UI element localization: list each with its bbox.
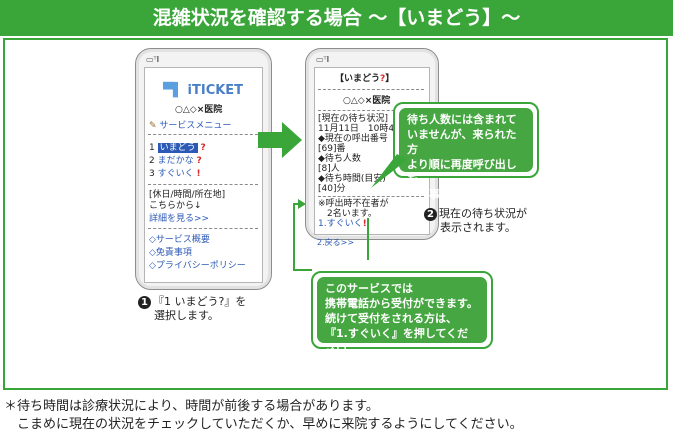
question-icon: ? — [380, 74, 386, 84]
signal-icon: ▭ᵀ𝐈 — [146, 55, 160, 64]
link-privacy-policy[interactable]: ◇プライバシーポリシー — [149, 261, 246, 271]
note-line: 『1.すぐいく』を押してください。 — [325, 327, 469, 355]
service-menu-label: サービスメニュー — [159, 121, 232, 131]
step1-line2: 選択します。 — [154, 309, 219, 322]
absent-note-line1: ※呼出時不在者が — [318, 199, 389, 209]
step-number: 1 — [138, 296, 151, 309]
menu-num: 1 — [149, 143, 155, 153]
note-bubble-top-body: 待ち人数には含まれて いませんが、来られた方 より順に再度呼び出しを 行う事があ… — [399, 108, 533, 201]
note-bubble-bottom-body: このサービスでは 携帯電話から受付ができます。 続けて受付をされる方は、 『1.… — [317, 277, 487, 355]
status-line: 11月11日 10時48分現在 — [318, 124, 427, 134]
signal-icon: ▭ᵀ𝐈 — [316, 55, 330, 64]
note-bubble-top: 待ち人数には含まれて いませんが、来られた方 より順に再度呼び出しを 行う事があ… — [393, 102, 539, 201]
pencil-icon: ✎ — [149, 121, 157, 131]
step-number: 2 — [424, 208, 437, 221]
status-line: [69]番 — [318, 144, 346, 154]
info-line2: こちらから↓ — [149, 201, 202, 211]
note-line: 行う事があります。 — [407, 188, 505, 201]
menu-item-suguiku[interactable]: 3 すぐいく ! — [149, 169, 201, 180]
step1-caption: 1『1 いまどう?』を 選択します。 — [138, 295, 246, 323]
brand-name: iTICKET — [187, 83, 244, 98]
ticket-icon: ▀▌ — [163, 83, 183, 98]
divider — [148, 228, 258, 229]
question-icon: ? — [196, 156, 202, 166]
question-icon: ? — [200, 143, 206, 153]
header-end: 】 — [385, 74, 395, 84]
menu-item-madakana[interactable]: 2 まだかな ? — [149, 156, 202, 167]
menu-item-imadou[interactable]: 1 いまどう ? — [149, 143, 206, 154]
screen-header: 【いまどう?】 — [335, 74, 394, 85]
menu-label: すぐいく — [157, 169, 194, 179]
menu-label: まだかな — [157, 156, 194, 166]
status-line: [40]分 — [318, 184, 346, 194]
step2-line2: 表示されます。 — [440, 221, 516, 234]
footnote-line1: ＊待ち時間は診療状況により、時間が前後する場合があります。 — [4, 399, 379, 414]
divider — [318, 196, 424, 197]
link-disclaimer[interactable]: ◇免責事項 — [149, 248, 192, 258]
note-line: より順に再度呼び出しを — [407, 158, 517, 186]
divider — [148, 134, 258, 135]
option-back[interactable]: 2.戻る>> — [317, 238, 355, 247]
divider — [318, 89, 424, 90]
exclamation-icon: ! — [196, 169, 201, 179]
note-line: このサービスでは — [325, 282, 413, 295]
header-text: 【いまどう — [335, 74, 381, 84]
phone-left: ▭ᵀ𝐈 ▀▌ iTICKET ○△◇×医院 ✎ サービスメニュー 1 いまどう … — [135, 48, 272, 290]
menu-label: いまどう — [157, 143, 198, 153]
note-line: 続けて受付をされる方は、 — [325, 312, 457, 325]
service-menu-link[interactable]: ✎ サービスメニュー — [149, 121, 231, 132]
status-line: [現在の待ち状況] — [318, 114, 389, 124]
footnote-line2: こまめに現在の状況をチェックしていただくか、早めに来院するようにしてください。 — [4, 417, 523, 432]
status-line: ◆現在の呼出番号 — [318, 134, 388, 144]
info-line1: [休日/時間/所在地] — [149, 190, 226, 200]
connector-lines — [293, 199, 369, 271]
status-line: [8]人 — [318, 164, 340, 174]
brand-logo: ▀▌ iTICKET — [163, 83, 243, 98]
page-title: 混雑状況を確認する場合 〜【いまどう】〜 — [0, 0, 673, 36]
status-line: ◆待ち人数 — [318, 154, 361, 164]
step2-line1: 現在の待ち状況が — [439, 207, 527, 220]
option-label: 1.すぐいく — [318, 219, 363, 229]
absent-note-line2: 2名います。 — [318, 209, 377, 219]
option-suguiku[interactable]: 1.すぐいく! — [318, 219, 367, 230]
bubble-pointer — [371, 154, 407, 188]
exclamation-icon: ! — [362, 219, 367, 229]
menu-num: 3 — [149, 169, 155, 179]
note-line: 携帯電話から受付ができます。 — [325, 297, 478, 310]
content-frame — [3, 38, 668, 390]
note-bubble-bottom: このサービスでは 携帯電話から受付ができます。 続けて受付をされる方は、 『1.… — [311, 271, 493, 355]
phone-left-screen: ▀▌ iTICKET ○△◇×医院 ✎ サービスメニュー 1 いまどう ? 2 … — [144, 67, 263, 283]
clinic-name: ○△◇×医院 — [175, 105, 223, 115]
link-service-overview[interactable]: ◇サービス概要 — [149, 235, 210, 245]
clinic-name: ○△◇×医院 — [343, 96, 391, 106]
divider — [148, 184, 258, 185]
divider — [318, 110, 424, 111]
note-line: 待ち人数には含まれて — [407, 113, 517, 126]
note-line: いませんが、来られた方 — [407, 128, 517, 156]
step1-line1: 『1 いまどう?』を — [153, 295, 247, 308]
arrow-right-icon — [258, 122, 302, 158]
details-link[interactable]: 詳細を見る>> — [149, 214, 210, 224]
status-line: ◆待ち時間(目安) — [318, 174, 386, 184]
menu-num: 2 — [149, 156, 155, 166]
